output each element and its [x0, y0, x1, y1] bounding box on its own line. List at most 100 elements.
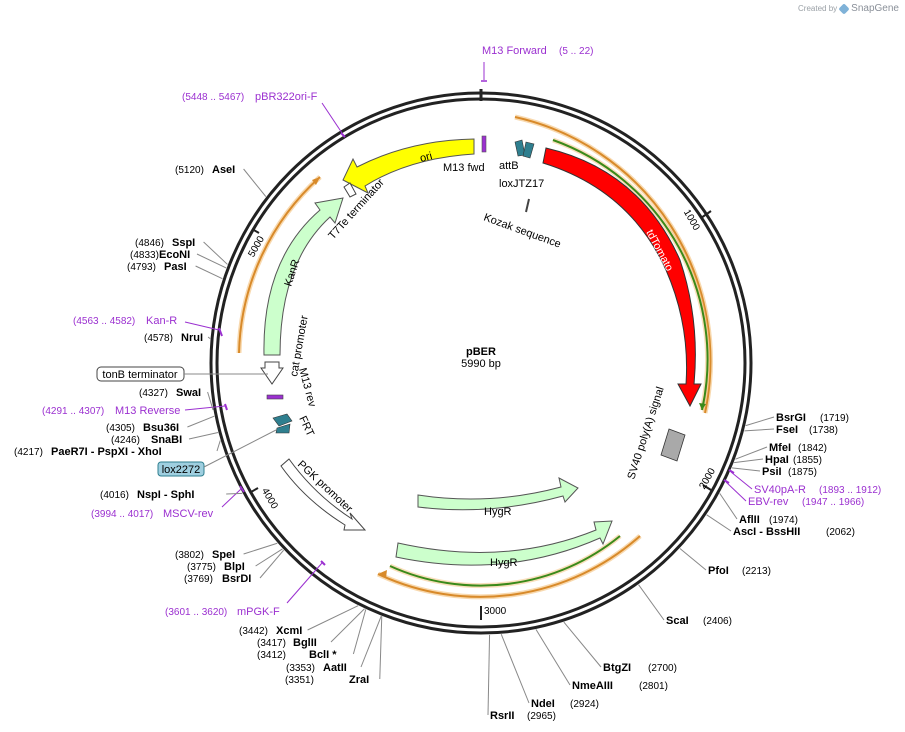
site-leader — [719, 493, 738, 520]
tdtomato-feature[interactable] — [542, 147, 702, 408]
site-8-right[interactable]: ScaI(2406) — [638, 584, 732, 627]
site-position: (4833) — [130, 250, 159, 261]
boxed-feature-tonb[interactable]: tonB terminator — [96, 366, 268, 382]
primer-mark-mpgk-f — [320, 560, 326, 566]
sv40-polya-label: SV40 poly(A) signal — [625, 385, 666, 481]
site-10-left[interactable]: (3802) SpeI — [175, 542, 278, 561]
site-3-left[interactable]: (4793)PasI — [127, 261, 223, 280]
site-name: BlpI — [224, 561, 245, 573]
site-leader — [360, 615, 382, 668]
pgk-promoter-feature[interactable] — [280, 458, 367, 531]
m13-fwd-feature[interactable] — [481, 135, 487, 153]
site-name: SpeI — [212, 549, 235, 561]
primer-name-mscv-rev[interactable]: MSCV-rev — [163, 508, 214, 520]
site-position: (3802) — [175, 550, 204, 561]
cat-promoter-feature[interactable] — [260, 361, 284, 385]
site-4-right[interactable]: PsiI (1875) — [731, 466, 817, 478]
kozak-feature[interactable] — [525, 198, 530, 213]
site-leader — [379, 616, 383, 680]
orf-arrowhead-bottom — [378, 570, 387, 578]
site-position: (3769) — [184, 574, 213, 585]
site-2-right[interactable]: MfeI(1842) — [735, 442, 827, 460]
primer-mark-kan-r — [218, 327, 223, 337]
site-leader — [706, 514, 732, 532]
site-11-left[interactable]: (3775)BlpI — [187, 548, 283, 573]
hygr-label-1: HygR — [484, 506, 512, 518]
site-10-right[interactable]: NmeAIII(2801) — [535, 629, 668, 692]
site-2-left[interactable]: (4833)EcoNI — [130, 249, 227, 269]
site-11-right[interactable]: NdeI(2924) — [500, 634, 599, 710]
site-17-left[interactable]: (3351)ZraI — [285, 616, 383, 686]
site-leader — [487, 634, 491, 716]
sv40-polya-feature[interactable] — [660, 428, 686, 462]
site-leader — [243, 168, 267, 197]
site-3-right[interactable]: HpaI(1855) — [734, 454, 822, 466]
site-1-left[interactable]: (4846)SspI — [135, 237, 228, 265]
site-leader — [255, 548, 283, 567]
primer-name-ebv-rev[interactable]: EBV-rev — [748, 496, 789, 508]
primer-pos-sv40pa-r: (1893 .. 1912) — [819, 485, 881, 496]
primer-mark-pbr322ori-f — [340, 132, 346, 138]
site-0-left[interactable]: (5120)AseI — [175, 164, 267, 197]
site-name: AseI — [212, 164, 235, 176]
tick-label-3000: 3000 — [484, 606, 507, 617]
site-14-left[interactable]: (3417)BglII — [257, 608, 365, 649]
primer-name-m13-forward[interactable]: M13 Forward — [482, 45, 547, 57]
site-name: RsrII — [490, 710, 514, 722]
site-position: (2062) — [826, 527, 855, 538]
orf-arc-bottom-orange — [377, 535, 641, 598]
lox2272-box[interactable] — [157, 461, 205, 477]
site-13-left[interactable]: (3442)XcmI — [239, 605, 359, 637]
boxed-feature-lox2272[interactable]: lox2272 — [157, 429, 277, 477]
site-12-left[interactable]: (3769)BsrDI — [184, 549, 285, 585]
site-name: AscI - BssHII — [733, 526, 800, 538]
site-7-right[interactable]: PfoI(2213) — [679, 548, 771, 577]
site-0-right[interactable]: BsrGI(1719) — [745, 412, 849, 427]
site-5-left[interactable]: (4327)SwaI — [139, 387, 214, 411]
site-4-left[interactable]: (4578)NruI — [144, 332, 211, 344]
site-name: HpaI — [765, 454, 789, 466]
loxjtz17-feature[interactable] — [522, 141, 535, 159]
site-leader — [195, 265, 223, 280]
tick-1000 — [700, 210, 712, 219]
site-name: Bsu36I — [143, 422, 179, 434]
m13-rev-label: M13 rev — [296, 367, 318, 409]
site-9-right[interactable]: BtgZI(2700) — [563, 621, 677, 674]
site-leader — [735, 446, 768, 460]
site-name: PsiI — [762, 466, 782, 478]
primer-mark-mscv-rev — [239, 485, 245, 493]
site-name: ZraI — [349, 674, 369, 686]
site-16-left[interactable]: (3353)AatII — [286, 615, 382, 674]
site-12-right[interactable]: RsrII(2965) — [487, 634, 556, 722]
frt-feature[interactable] — [272, 413, 293, 427]
site-leader — [196, 253, 227, 269]
primer-mark-ebv-rev — [723, 479, 730, 484]
kanr-feature[interactable] — [263, 197, 344, 356]
hygr-feature-1[interactable] — [417, 477, 579, 511]
site-6-left[interactable]: (4305)Bsu36I — [106, 415, 215, 434]
site-6-right[interactable]: AscI - BssHII (2062) — [706, 514, 855, 538]
primer-name-sv40pa-r[interactable]: SV40pA-R — [754, 484, 806, 496]
m13-rev-feature[interactable] — [266, 394, 284, 400]
hygr-feature-2[interactable] — [395, 520, 613, 566]
primer-name-mpgk-f[interactable]: mPGK-F — [237, 606, 280, 618]
ori-label: ori — [419, 150, 434, 165]
site-1-right[interactable]: FseI(1738) — [744, 424, 838, 436]
primer-leader-kan-r — [184, 321, 220, 331]
t7te-feature[interactable] — [343, 182, 357, 198]
primer-name-m13-reverse[interactable]: M13 Reverse — [115, 405, 180, 417]
site-position: (4793) — [127, 262, 156, 273]
ori-feature[interactable] — [342, 138, 475, 195]
site-7-left[interactable]: (4246)SnaBI — [111, 432, 219, 446]
lox2272-leader — [203, 429, 277, 468]
primer-name-kan-r[interactable]: Kan-R — [146, 315, 177, 327]
lox2272-feature[interactable] — [275, 423, 291, 434]
site-9-left[interactable]: (4016)NspI - SphI — [100, 489, 243, 501]
orf-arrowhead-left — [312, 177, 320, 185]
site-leader — [731, 467, 761, 472]
site-15-left[interactable]: (3412)BclI * — [257, 609, 367, 661]
site-8-left[interactable]: (4217)PaeR7I - PspXI - XhoI — [14, 440, 221, 458]
site-5-right[interactable]: AflII(1974) — [719, 493, 798, 526]
site-position: (1875) — [788, 467, 817, 478]
primer-name-pbr322ori-f[interactable]: pBR322ori-F — [255, 91, 318, 103]
